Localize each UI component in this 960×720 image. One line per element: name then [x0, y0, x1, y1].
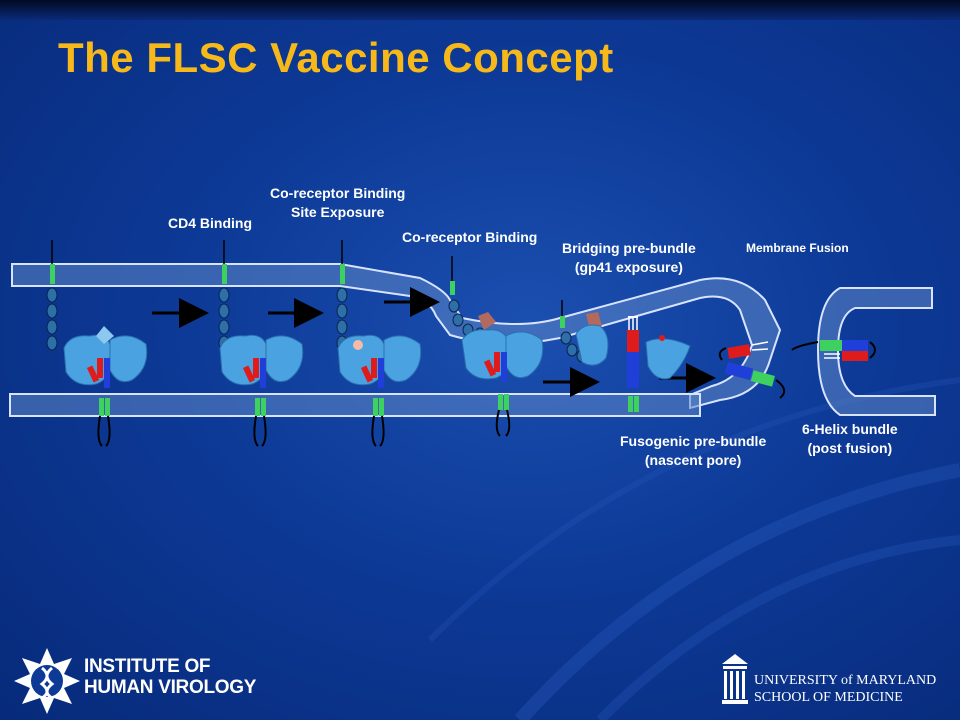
stage-unit-7 — [791, 340, 876, 361]
top-bar — [0, 0, 960, 20]
label-cd4-binding: CD4 Binding — [168, 215, 252, 231]
ihv-logo-icon — [14, 648, 80, 714]
label-bridging-prebundle: Bridging pre-bundle (gp41 exposure) — [562, 240, 696, 275]
ihv-logo-text: INSTITUTE OF HUMAN VIROLOGY — [84, 656, 257, 698]
label-coreceptor-site-exposure: Co-receptor Binding Site Exposure — [270, 185, 406, 220]
stage-unit-3 — [336, 240, 422, 447]
stage-unit-6 — [718, 341, 786, 399]
umd-building-icon — [722, 654, 748, 704]
fused-membrane — [816, 287, 936, 416]
label-6-helix-bundle: 6-Helix bundle (post fusion) — [802, 421, 898, 456]
label-membrane-fusion: Membrane Fusion — [746, 241, 849, 255]
slide-title: The FLSC Vaccine Concept — [58, 34, 614, 81]
virus-membrane — [9, 393, 701, 417]
stage-unit-4 — [448, 256, 544, 437]
umd-logo-text: UNIVERSITY of MARYLAND SCHOOL OF MEDICIN… — [754, 673, 937, 705]
label-coreceptor-binding: Co-receptor Binding — [402, 229, 538, 245]
stage-unit-1 — [46, 240, 148, 447]
label-fusogenic-prebundle: Fusogenic pre-bundle (nascent pore) — [620, 433, 767, 468]
stage-unit-5 — [560, 300, 691, 412]
stage-unit-2 — [218, 240, 304, 447]
